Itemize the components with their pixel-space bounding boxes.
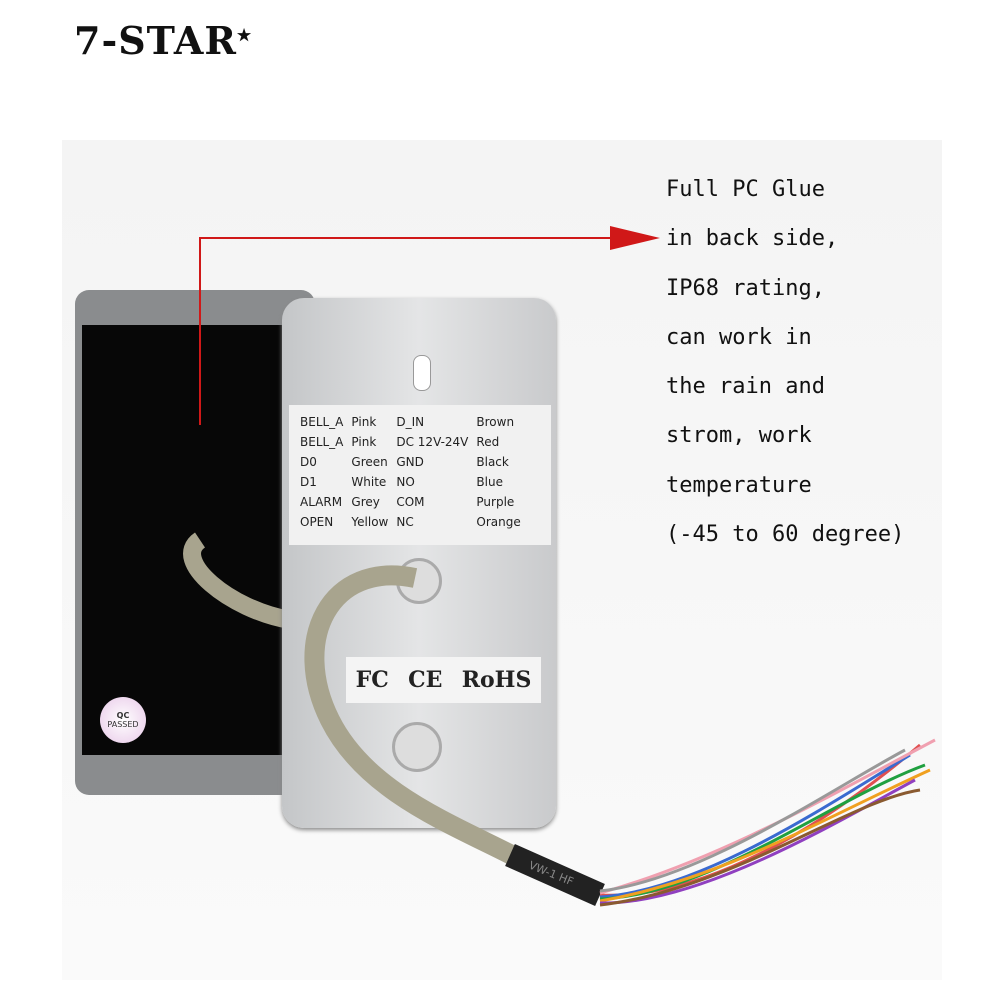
certification-label: FC CE RoHS — [346, 657, 541, 703]
wire-signal: NO — [396, 475, 415, 489]
wire-signal: BELL_A — [300, 415, 344, 429]
wire-color: Red — [476, 435, 500, 449]
wire-color: Blue — [476, 475, 503, 489]
wiring-row: BELL_A Pink DC 12V-24V Red — [296, 432, 525, 452]
wiring-row: OPEN Yellow NC Orange — [296, 512, 525, 532]
description-line: Full PC Glue — [666, 177, 825, 202]
description-line: (-45 to 60 degree) — [666, 522, 905, 548]
ce-mark: CE — [408, 667, 443, 693]
wiring-row: D1 White NO Blue — [296, 472, 525, 492]
wire-signal: D1 — [300, 475, 317, 489]
rohs-mark: RoHS — [461, 667, 532, 693]
wire-color: Green — [351, 455, 388, 469]
wiring-row: D0 Green GND Black — [296, 452, 525, 472]
wire-color: Pink — [351, 435, 377, 449]
wire-signal: D0 — [300, 455, 317, 469]
wire-color: Black — [476, 455, 509, 469]
description-line: can work in — [666, 324, 812, 350]
screw-hole — [392, 722, 442, 772]
wire-color: Purple — [476, 495, 515, 509]
wire-signal: BELL_A — [300, 435, 344, 449]
brand-name: 7-STAR — [74, 18, 237, 63]
wire-signal: DC 12V-24V — [396, 435, 469, 449]
description-line: the rain and — [666, 374, 825, 400]
mounting-slot — [413, 355, 431, 391]
wire-color: Orange — [476, 515, 521, 529]
description-line: in back side, — [666, 226, 839, 252]
wire-color: Pink — [351, 415, 377, 429]
qc-passed-text: PASSED — [107, 720, 139, 729]
wire-signal: GND — [396, 455, 424, 469]
wiring-row: ALARM Grey COM Purple — [296, 492, 525, 512]
star-icon: ★ — [236, 25, 253, 45]
description-line: IP68 rating, — [666, 275, 825, 301]
wire-signal: D_IN — [396, 415, 425, 429]
qc-text: QC — [116, 711, 130, 720]
wire-color: Yellow — [351, 515, 389, 529]
wire-color: White — [351, 475, 387, 489]
wire-signal: ALARM — [300, 495, 343, 509]
feature-description: Full PC Glue in back side, IP68 rating, … — [666, 165, 904, 559]
wire-signal: NC — [396, 515, 414, 529]
wiring-label — [289, 405, 551, 545]
description-line: strom, work — [666, 423, 812, 449]
pointer-arrow — [199, 226, 660, 425]
fcc-mark: FC — [355, 667, 389, 693]
wiring-row: BELL_A Pink D_IN Brown — [296, 412, 525, 432]
wire-signal: COM — [396, 495, 425, 509]
description-line: temperature — [666, 472, 812, 498]
brand-logo: 7-STAR★ — [74, 18, 252, 63]
wire-color: Grey — [351, 495, 380, 509]
wire-color: Brown — [476, 415, 515, 429]
wire-signal: OPEN — [300, 515, 334, 529]
